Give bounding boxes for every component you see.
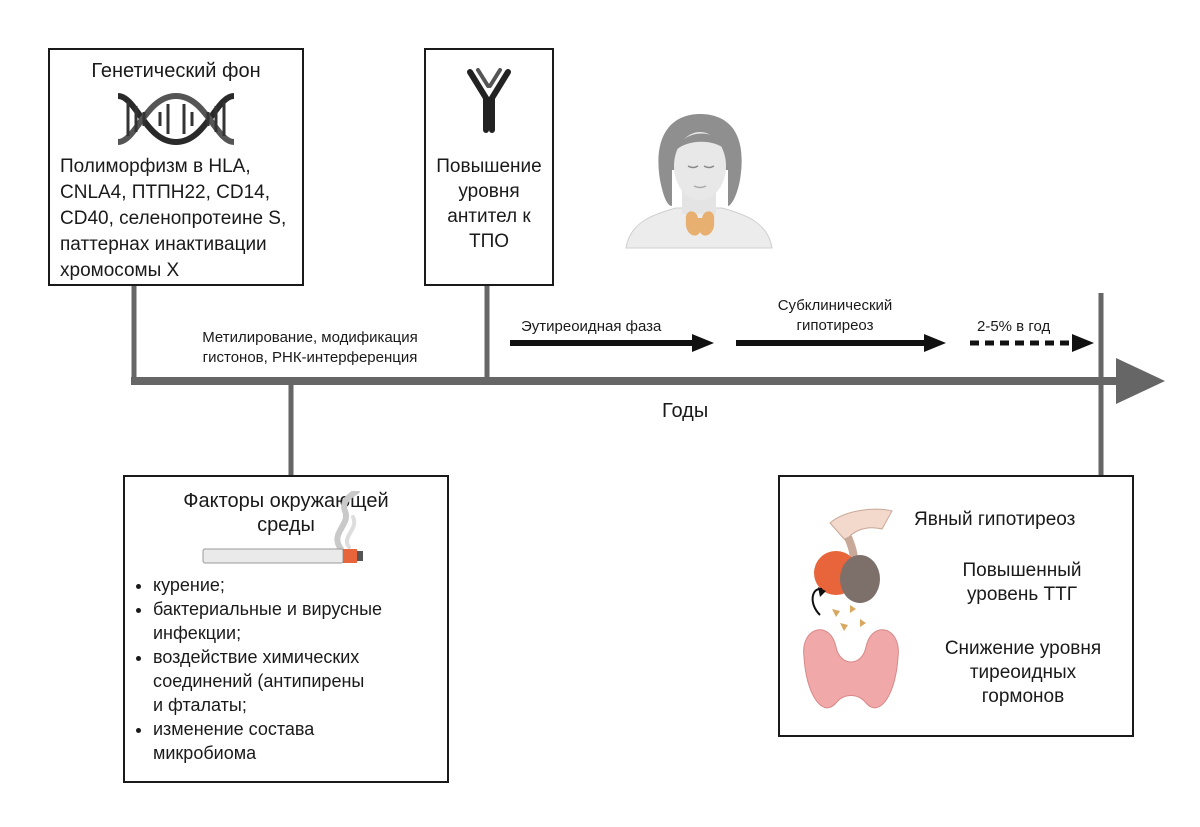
time-axis-arrowhead [1116, 358, 1165, 404]
antibody-icon [467, 68, 511, 133]
woman-thyroid-illustration [625, 114, 773, 249]
genetic-polymorphism-text: Полиморфизм в HLA, CNLA4, ПТПН22, CD14, … [60, 156, 287, 281]
progression-rate-label: 2-5% в год [977, 318, 1051, 335]
euthyroid-arrowhead [692, 334, 714, 352]
pituitary-thyroid-illustration [803, 508, 899, 709]
environment-box: Факторы окружающей среды курение; бактер… [123, 475, 449, 783]
list-item: курение; [153, 573, 382, 597]
subclinical-arrowhead [924, 334, 946, 352]
cigarette-icon [202, 491, 363, 564]
epigenetic-label: Метилирование, модификация гистонов, РНК… [202, 329, 418, 366]
outcome-box: Явный гипотиреоз Повышенный уровень ТТГ … [778, 475, 1134, 737]
axis-label: Годы [662, 400, 709, 422]
genetic-background-box: Генетический фон Полиморфизм в HLA, CNLA… [48, 48, 304, 286]
euthyroid-phase-label: Эутиреоидная фаза [521, 318, 662, 335]
environment-title: Факторы окружающей среды [183, 490, 389, 536]
overt-hypothyroidism-label: Явный гипотиреоз [914, 509, 1076, 530]
progression-arrowhead [1072, 334, 1094, 352]
tsh-label: Повышенный уровень ТТГ [962, 560, 1082, 605]
dna-icon [117, 92, 235, 146]
hormones-label: Снижение уровня тиреоидных гормонов [944, 638, 1102, 707]
antibody-text: Повышение уровня антител к ТПО [436, 156, 542, 252]
environment-factor-list: курение; бактериальные и вирусныеинфекци… [125, 573, 382, 765]
tpo-antibody-box: Повышение уровня антител к ТПО [424, 48, 554, 286]
subclinical-phase-label: Субклинический гипотиреоз [777, 297, 893, 334]
genetic-title: Генетический фон [91, 60, 261, 82]
